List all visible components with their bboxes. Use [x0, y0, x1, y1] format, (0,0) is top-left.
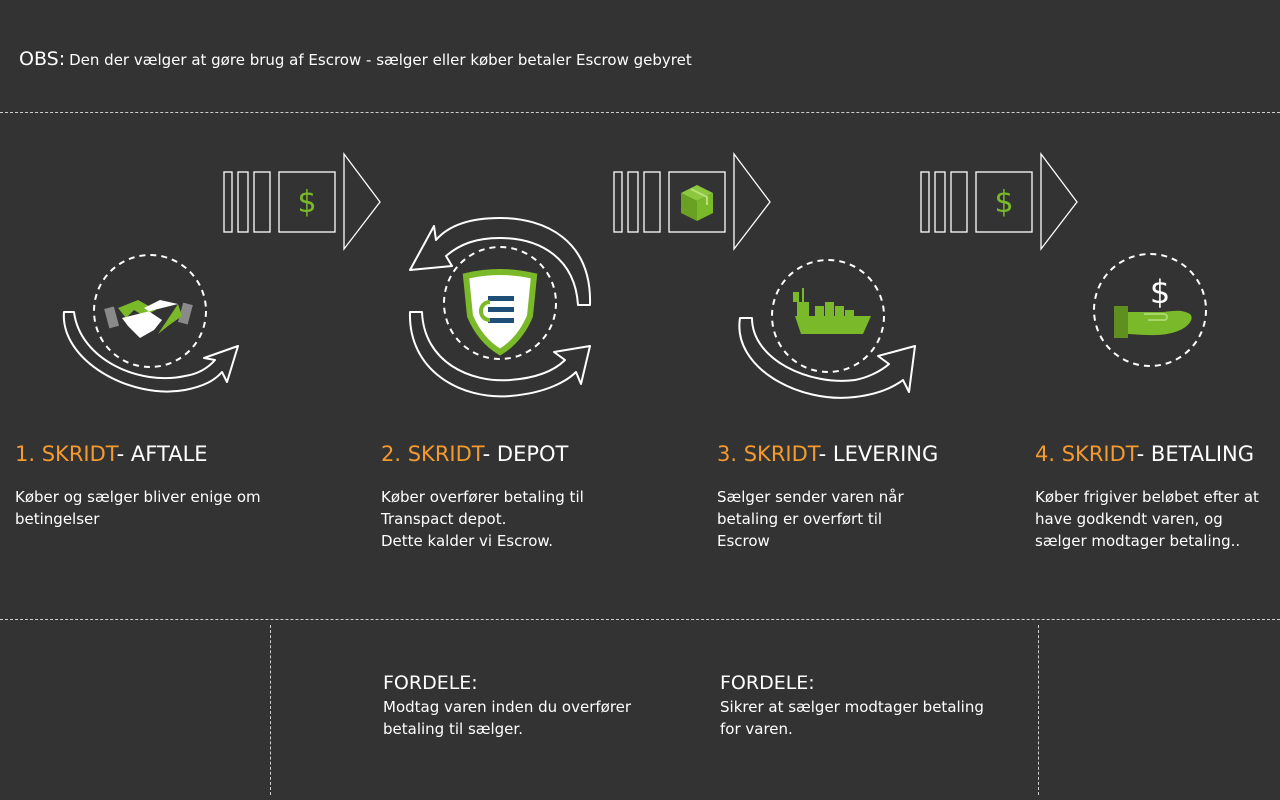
step-3: 3. SKRIDT- LEVERING Sælger sender varen …: [717, 440, 1017, 552]
step-2-name: - DEPOT: [482, 442, 569, 466]
top-divider: [0, 112, 1280, 113]
vertical-divider-left: [270, 625, 271, 795]
obs-label: OBS:: [19, 48, 66, 70]
handshake-icon: [104, 300, 193, 338]
bottom-divider: [0, 619, 1280, 620]
dollar-icon: $: [297, 185, 316, 220]
step-3-number: 3. SKRIDT: [717, 442, 819, 466]
step-4-name: - BETALING: [1136, 442, 1255, 466]
dollar-icon: $: [1150, 273, 1170, 311]
step-4: 4. SKRIDT- BETALING Køber frigiver beløb…: [1035, 440, 1275, 552]
dollar-icon: $: [994, 185, 1013, 220]
cargo-ship-icon: [793, 288, 871, 334]
step-4-description: Køber frigiver beløbet efter at have god…: [1035, 488, 1259, 550]
fordele-seller-text: Sikrer at sælger modtager betaling for v…: [720, 698, 984, 738]
step-1-number: 1. SKRIDT: [15, 442, 117, 466]
transfer-arrow-2: [613, 153, 771, 250]
step-4-number: 4. SKRIDT: [1035, 442, 1137, 466]
obs-text: Den der vælger at gøre brug af Escrow - …: [69, 51, 692, 69]
step-1-title: 1. SKRIDT- AFTALE: [15, 440, 315, 468]
transfer-arrow-1: $: [223, 153, 381, 250]
payment-hand-icon: [1114, 306, 1192, 338]
step-1: 1. SKRIDT- AFTALE Køber og sælger bliver…: [15, 440, 315, 530]
step-4-title: 4. SKRIDT- BETALING: [1035, 440, 1275, 468]
obs-note: OBS:Den der vælger at gøre brug af Escro…: [19, 48, 692, 70]
step-1-name: - AFTALE: [116, 442, 208, 466]
fordele-buyer-text: Modtag varen inden du overfører betaling…: [383, 698, 632, 738]
transfer-arrow-3: $: [920, 153, 1078, 250]
step-2-graphic: [408, 217, 592, 398]
step-3-description: Sælger sender varen når betaling er over…: [717, 488, 904, 550]
step-3-title: 3. SKRIDT- LEVERING: [717, 440, 1017, 468]
fordele-seller: FORDELE: Sikrer at sælger modtager betal…: [720, 670, 1010, 740]
step-2: 2. SKRIDT- DEPOT Køber overfører betalin…: [381, 440, 681, 552]
fordele-buyer-title: FORDELE:: [383, 672, 478, 694]
step-1-graphic: [62, 254, 239, 393]
fordele-buyer: FORDELE: Modtag varen inden du overfører…: [383, 670, 673, 740]
vertical-divider-right: [1038, 625, 1039, 795]
escrow-shield-icon: [462, 269, 538, 356]
process-graphics: $ $: [62, 153, 1207, 399]
package-icon: [681, 185, 713, 221]
step-1-description: Køber og sælger bliver enige om betingel…: [15, 488, 261, 528]
step-4-graphic: $: [1093, 253, 1207, 367]
step-3-name: - LEVERING: [818, 442, 939, 466]
step-2-description: Køber overfører betaling til Transpact d…: [381, 488, 584, 550]
fordele-seller-title: FORDELE:: [720, 672, 815, 694]
step-3-graphic: [738, 259, 916, 399]
step-2-title: 2. SKRIDT- DEPOT: [381, 440, 681, 468]
step-2-number: 2. SKRIDT: [381, 442, 483, 466]
